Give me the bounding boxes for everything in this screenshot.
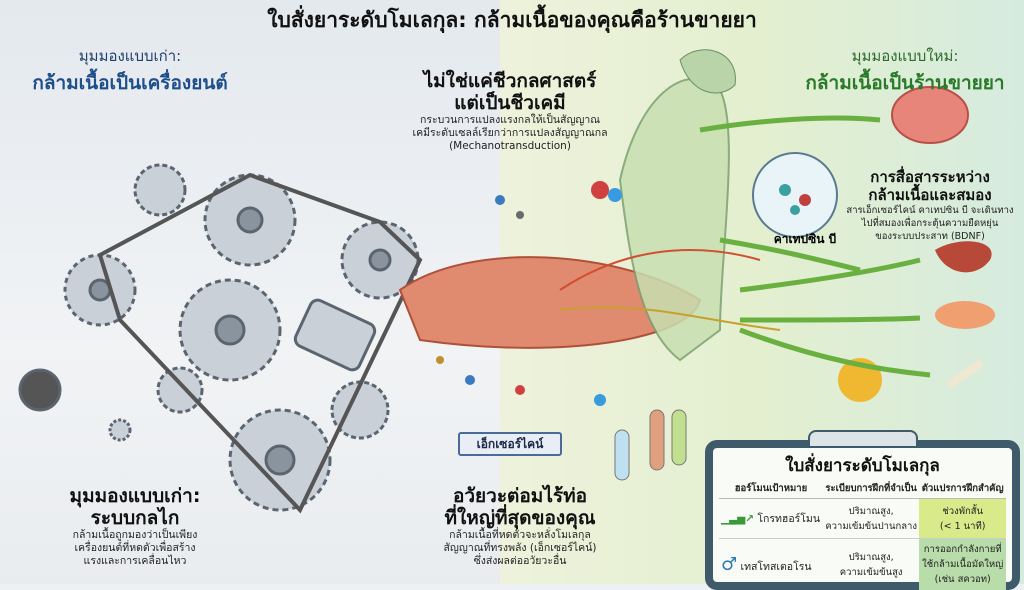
section-text: (Mechanotransduction) <box>385 140 635 153</box>
variable-text: ใช้กล้ามเนื้อมัดใหญ่ <box>921 557 1004 572</box>
catheptin-b-label: คาเทปซิน บี <box>760 230 850 249</box>
gears-illustration <box>20 165 418 510</box>
hormone-name: เทสโทสเตอโรน <box>740 561 811 573</box>
section-text: ไปที่สมองเพื่อกระตุ้นความยืดหยุ่น <box>835 217 1024 230</box>
section-heading: แต่เป็นชีวเคมี <box>385 92 635 114</box>
growth-chart-icon: ▁▃▅↗ <box>721 513 754 525</box>
new-view-title: กล้ามเนื้อเป็นร้านขายยา <box>790 68 1020 98</box>
section-heading: อวัยวะต่อมไร้ท่อ <box>400 485 640 507</box>
section-heading: การสื่อสารระหว่าง <box>835 168 1024 186</box>
pancreas-icon <box>935 301 995 329</box>
clipboard-clip <box>808 430 918 448</box>
prescription-table: ฮอร์โมนเป้าหมาย ระเบียบการฝึกที่จำเป็น ต… <box>719 479 1006 590</box>
male-symbol-icon: ♂ <box>721 554 737 575</box>
new-view-label: มุมมองแบบใหม่: <box>790 44 1020 68</box>
endocrine-section: อวัยวะต่อมไร้ท่อ ที่ใหญ่ที่สุดของคุณ กล้… <box>400 485 640 568</box>
old-view-title: กล้ามเนื้อเป็นเครื่องยนต์ <box>30 68 230 98</box>
muscle-brain-section: การสื่อสารระหว่าง กล้ามเนื้อและสมอง สารเ… <box>835 168 1024 243</box>
new-view-heading: มุมมองแบบใหม่: กล้ามเนื้อเป็นร้านขายยา <box>790 44 1020 98</box>
dumbbell <box>20 370 60 410</box>
column-header: ระเบียบการฝึกที่จำเป็น <box>823 479 920 499</box>
section-text: แรงและการเคลื่อนไหว <box>10 555 260 568</box>
liver-icon <box>935 241 992 272</box>
variable-text: ช่วงพักสั้น <box>921 504 1004 519</box>
section-heading: กล้ามเนื้อและสมอง <box>835 186 1024 204</box>
section-text: ของระบบประสาท (BDNF) <box>835 230 1024 243</box>
section-text: กระบวนการแปลงแรงกลให้เป็นสัญญาณ <box>385 114 635 127</box>
column-header: ฮอร์โมนเป้าหมาย <box>719 479 823 499</box>
hormone-name: โกรทฮอร์โมน <box>757 513 820 525</box>
section-text: กล้ามเนื้อที่หดตัวจะหลั่งโมเลกุล <box>400 529 640 542</box>
test-tubes <box>615 410 686 480</box>
section-text: เครื่องยนต์ที่หดตัวเพื่อสร้าง <box>10 542 260 555</box>
section-text: กล้ามเนื้อถูกมองว่าเป็นเพียง <box>10 529 260 542</box>
variable-text: (เช่น สควอท) <box>921 572 1004 587</box>
table-row: ♂ เทสโทสเตอโรน ปริมาณสูง,ความเข้มข้นสูง … <box>719 539 1006 590</box>
column-header: ตัวแปรการฝึกสำคัญ <box>919 479 1006 499</box>
section-heading: ที่ใหญ่ที่สุดของคุณ <box>400 507 640 529</box>
protocol-text: ปริมาณสูง, <box>825 504 918 519</box>
page-title: ใบสั่งยาระดับโมเลกุล: กล้ามเนื้อของคุณคื… <box>0 4 1024 37</box>
piston <box>293 298 378 373</box>
mechanotransduction-section: ไม่ใช่แค่ชีวกลศาสตร์ แต่เป็นชีวเคมี กระบ… <box>385 70 635 153</box>
bone-icon <box>946 359 983 388</box>
variable-text: (< 1 นาที) <box>921 519 1004 534</box>
gear <box>158 368 202 412</box>
prescription-clipboard: ใบสั่งยาระดับโมเลกุล ฮอร์โมนเป้าหมาย ระเ… <box>705 440 1020 590</box>
old-view-label: มุมมองแบบเก่า: <box>30 44 230 68</box>
protocol-text: ความเข้มข้นปานกลาง <box>825 519 918 534</box>
exerkine-banner: เอ็กเซอร์ไคน์ <box>458 432 562 456</box>
section-text: ซึ่งส่งผลต่ออวัยวะอื่น <box>400 555 640 568</box>
old-view-heading: มุมมองแบบเก่า: กล้ามเนื้อเป็นเครื่องยนต์ <box>30 44 230 98</box>
variable-text: การออกกำลังกายที่ <box>921 542 1004 557</box>
protocol-text: ปริมาณสูง, <box>825 550 918 565</box>
section-heading: มุมมองแบบเก่า: <box>10 485 260 507</box>
section-heading: ระบบกลไก <box>10 507 260 529</box>
table-row: ▁▃▅↗ โกรทฮอร์โมน ปริมาณสูง,ความเข้มข้นปา… <box>719 499 1006 539</box>
section-text: เคมีระดับเซลล์เรียกว่าการแปลงสัญญาณกล <box>385 127 635 140</box>
section-text: สัญญาณที่ทรงพลัง (เอ็กเซอร์ไคน์) <box>400 542 640 555</box>
mechanical-section: มุมมองแบบเก่า: ระบบกลไก กล้ามเนื้อถูกมอง… <box>10 485 260 568</box>
section-text: สารเอ็กเซอร์ไคน์ คาเทปซิน บี จะเดินทาง <box>835 204 1024 217</box>
prescription-title: ใบสั่งยาระดับโมเลกุล <box>719 452 1006 479</box>
catheptin-b-molecule-bubble <box>753 153 837 237</box>
protocol-text: ความเข้มข้นสูง <box>825 565 918 580</box>
gear <box>135 165 185 215</box>
section-heading: ไม่ใช่แค่ชีวกลศาสตร์ <box>385 70 635 92</box>
